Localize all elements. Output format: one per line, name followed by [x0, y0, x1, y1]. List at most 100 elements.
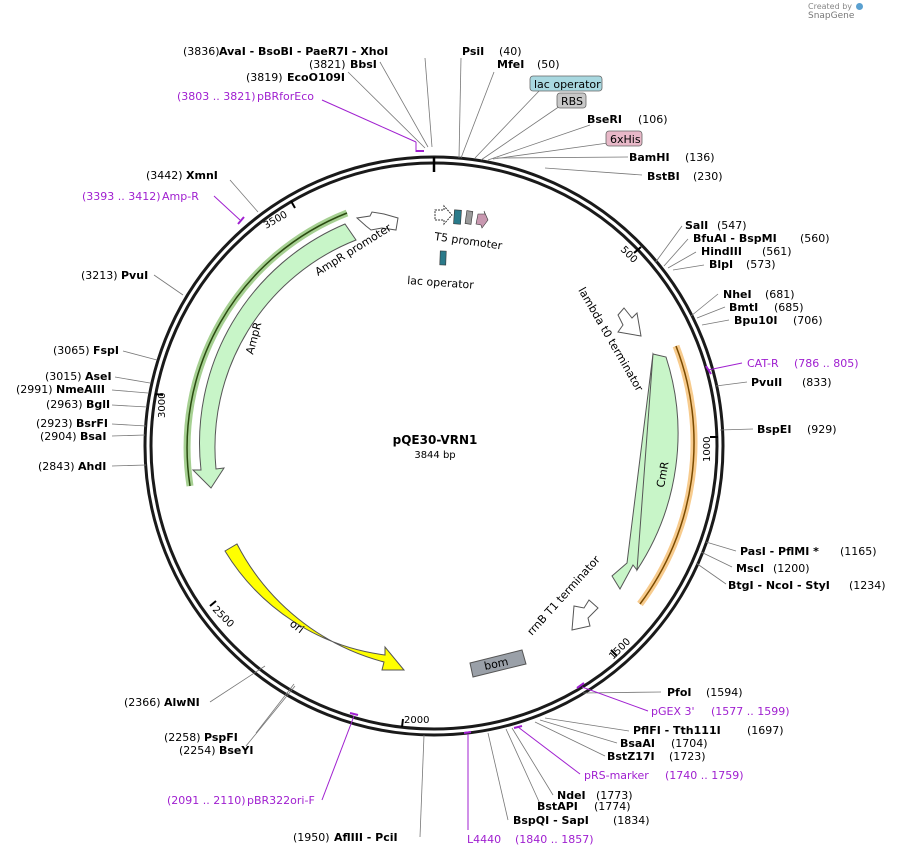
plasmid-length: 3844 bp	[414, 450, 455, 461]
svg-text:(2258): (2258)	[164, 731, 201, 744]
svg-text:(50): (50)	[537, 58, 560, 71]
svg-text:pBRforEco: pBRforEco	[257, 90, 314, 103]
svg-text:PvuI: PvuI	[121, 269, 148, 282]
svg-text:(547): (547)	[717, 219, 747, 232]
svg-text:BamHI: BamHI	[629, 151, 670, 164]
site-label-560: BfuAI - BspMI (560)	[693, 232, 830, 245]
svg-text:pRS-marker: pRS-marker	[584, 769, 649, 782]
site-label-1774: BstAPI (1774)	[537, 800, 631, 813]
svg-text:(136): (136)	[685, 151, 715, 164]
svg-text:NdeI: NdeI	[557, 789, 586, 802]
site-label-1165: PasI - PflMI * (1165)	[740, 545, 877, 558]
site-labels: (3836) AvaI - BsoBI - PaeR7I - XhoI (382…	[16, 45, 886, 844]
rrnb-t1-label: rrnB T1 terminator	[525, 553, 603, 638]
svg-text:(1165): (1165)	[840, 545, 877, 558]
svg-text:FspI: FspI	[93, 344, 119, 357]
site-label-3836: (3836) AvaI - BsoBI - PaeR7I - XhoI	[183, 45, 388, 58]
svg-text:(1834): (1834)	[613, 814, 650, 827]
svg-text:BtgI - NcoI - StyI: BtgI - NcoI - StyI	[728, 579, 830, 592]
svg-text:(1950): (1950)	[293, 831, 330, 844]
svg-text:(2254): (2254)	[179, 744, 216, 757]
ruler-label-2000: 2000	[404, 715, 429, 726]
primer-connectors	[213, 99, 743, 830]
svg-text:BspEI: BspEI	[757, 423, 791, 436]
site-label-685: BmtI (685)	[729, 301, 804, 314]
boxed-labels: lac operator RBS 6xHis	[529, 75, 643, 147]
svg-text:BglI: BglI	[86, 398, 110, 411]
svg-text:(3803 .. 3821): (3803 .. 3821)	[177, 90, 256, 103]
lac-operator-mark-2	[439, 250, 447, 266]
svg-text:BstZ17I: BstZ17I	[607, 750, 655, 763]
site-label-3213: (3213) PvuI	[81, 269, 148, 282]
site-label-681: NheI (681)	[723, 288, 795, 301]
svg-text:PsiI: PsiI	[462, 45, 484, 58]
svg-text:(560): (560)	[800, 232, 830, 245]
site-label-136: BamHI (136)	[629, 151, 715, 164]
svg-text:pBR322ori-F: pBR322ori-F	[247, 794, 315, 807]
svg-text:(1704): (1704)	[671, 737, 708, 750]
primer-label-amp-r: (3393 .. 3412) Amp-R	[82, 190, 199, 203]
svg-text:Bpu10I: Bpu10I	[734, 314, 778, 327]
svg-text:(706): (706)	[793, 314, 823, 327]
svg-text:BsaAI: BsaAI	[620, 737, 655, 750]
svg-text:RBS: RBS	[561, 95, 583, 108]
site-label-2366: (2366) AlwNI	[124, 696, 200, 709]
site-label-2923: (2923) BsrFI	[36, 417, 108, 430]
svg-text:(2963): (2963)	[46, 398, 83, 411]
site-label-1697: PflFI - Tth111I (1697)	[633, 724, 784, 737]
site-label-706: Bpu10I (706)	[734, 314, 823, 327]
svg-text:BbsI: BbsI	[350, 58, 377, 71]
primer-label-cat-r: CAT-R (786 .. 805)	[747, 357, 859, 370]
primer-label-pgex3: pGEX 3' (1577 .. 1599)	[651, 705, 790, 718]
site-label-106: BseRI (106)	[587, 113, 668, 126]
site-label-1723: BstZ17I (1723)	[607, 750, 706, 763]
svg-text:(681): (681)	[765, 288, 795, 301]
primer-label-l4440: L4440 (1840 .. 1857)	[467, 833, 594, 846]
svg-text:(1577 .. 1599): (1577 .. 1599)	[711, 705, 790, 718]
svg-text:MscI: MscI	[736, 562, 764, 575]
svg-text:(1594): (1594)	[706, 686, 743, 699]
primer-labels: (3803 .. 3821) pBRforEco (3393 .. 3412) …	[82, 90, 859, 846]
svg-text:(929): (929)	[807, 423, 837, 436]
svg-text:AhdI: AhdI	[78, 460, 106, 473]
svg-text:PfoI: PfoI	[667, 686, 692, 699]
svg-text:(1697): (1697)	[747, 724, 784, 737]
t5-promoter-label: T5 promoter	[433, 230, 504, 253]
svg-text:NmeAIII: NmeAIII	[56, 383, 105, 396]
site-label-2254: (2254) BseYI	[179, 744, 253, 757]
site-label-1594: PfoI (1594)	[667, 686, 743, 699]
site-label-561: HindIII (561)	[701, 245, 792, 258]
svg-text:PasI - PflMI *: PasI - PflMI *	[740, 545, 819, 558]
site-label-547: SalI (547)	[685, 219, 747, 232]
ruler-label-2500: 2500	[210, 604, 236, 630]
ruler-label-1000: 1000	[702, 437, 713, 462]
site-label-2991: (2991) NmeAIII	[16, 383, 105, 396]
svg-text:(3213): (3213)	[81, 269, 118, 282]
svg-text:AlwNI: AlwNI	[164, 696, 200, 709]
svg-text:BsrFI: BsrFI	[76, 417, 108, 430]
svg-text:(573): (573)	[746, 258, 776, 271]
primer-label-pbr322ori-f: (2091 .. 2110) pBR322ori-F	[167, 794, 315, 807]
bom-feature	[469, 649, 527, 678]
svg-text:(3393 .. 3412): (3393 .. 3412)	[82, 190, 161, 203]
ampr-feature-arrow	[191, 223, 357, 489]
lac-operator-box-label: lac operator	[529, 75, 603, 92]
site-label-1704: BsaAI (1704)	[620, 737, 708, 750]
svg-text:EcoO109I: EcoO109I	[287, 71, 345, 84]
svg-text:(1723): (1723)	[669, 750, 706, 763]
svg-text:(3821): (3821)	[309, 58, 346, 71]
svg-text:(106): (106)	[638, 113, 668, 126]
site-label-2904: (2904) BsaI	[40, 430, 106, 443]
credit-brand: SnapGene	[808, 11, 855, 21]
site-label-3442: (3442) XmnI	[146, 169, 218, 182]
credit-prefix: Created by	[808, 2, 853, 11]
svg-text:PvuII: PvuII	[751, 376, 782, 389]
svg-text:(833): (833)	[802, 376, 832, 389]
lambda-t0-terminator-arrow	[617, 307, 642, 337]
svg-text:(1740 .. 1759): (1740 .. 1759)	[665, 769, 744, 782]
svg-text:(2091 .. 2110): (2091 .. 2110)	[167, 794, 246, 807]
site-label-2963: (2963) BglI	[46, 398, 110, 411]
svg-text:(1200): (1200)	[773, 562, 810, 575]
t5-promoter-arrow	[434, 204, 453, 226]
